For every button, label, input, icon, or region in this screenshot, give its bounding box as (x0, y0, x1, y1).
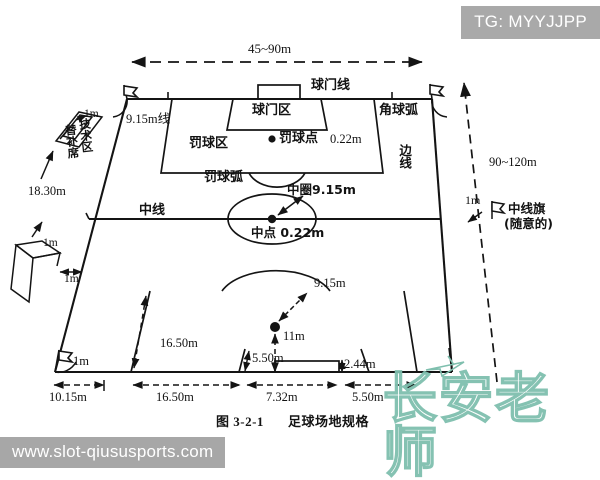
dim-goal-area-depth: 5.50m (252, 351, 284, 365)
label-penalty-area: 罚球区 (189, 136, 229, 151)
substitute-bench-box (10, 240, 62, 304)
far-goal-area (225, 98, 329, 131)
dim-bench-offset: 1m (43, 237, 58, 249)
corner-flag-bottom-left (54, 349, 77, 374)
label-penalty-spot: 罚球点 (279, 131, 319, 146)
nine-fifteen-value: 9.15m线 (126, 112, 171, 126)
right-length-dimension (460, 82, 498, 383)
dim-technical-area-depth: 18.30m (28, 184, 66, 198)
sideline-flag-offset-arrow (467, 211, 483, 223)
label-center-spot: 中点 0.22m (251, 226, 324, 240)
center-sideline-flag-right (491, 201, 507, 219)
dim-bottom-goal-width: 7.32m (266, 390, 298, 404)
penalty-area-depth-arrow (131, 295, 149, 369)
dim-near-arc-radius: 9.15m (314, 276, 346, 290)
label-penalty-arc: 罚球弧 (204, 170, 244, 185)
corner-flag-top-left (112, 84, 140, 118)
label-center-circle: 中圈9.15m (287, 183, 356, 197)
center-circle-radius-arrow (277, 195, 304, 216)
label-technical-area: 技术区 (77, 117, 95, 154)
bottom-dimension-chain (53, 380, 417, 391)
dim-penalty-area-depth: 16.50m (160, 336, 198, 350)
near-penalty-spot (270, 322, 280, 332)
dim-goal-height: 2.44m (344, 357, 376, 371)
dim-top-width: 45~90m (248, 41, 292, 56)
site-url-bar: www.slot-qiususports.com (0, 437, 226, 468)
label-center-line: 中线 (139, 203, 166, 218)
label-center-flag-note: (随意的) (504, 216, 553, 231)
dim-technical-area-top: 1m (84, 108, 99, 120)
goal-area-depth-arrow (243, 350, 251, 372)
paper-plane-icon (425, 355, 465, 378)
technical-area-depth-arrow (40, 150, 54, 180)
figure-caption: 图 3-2-1 足球场地规格 (216, 411, 369, 430)
center-spot (267, 214, 277, 224)
technical-area-box (54, 111, 104, 148)
label-substitute-bench: 替补席 (63, 123, 81, 160)
near-arc-radius-arrow (278, 292, 308, 322)
center-circle (227, 193, 317, 245)
bench-offset-arrow (31, 221, 43, 238)
dim-bottom-goal-area-width: 5.50m (352, 390, 384, 404)
label-center-flag: 中线旗 (508, 201, 546, 216)
near-penalty-arc (221, 269, 331, 292)
label-corner-arc: 角球弧 (379, 103, 419, 118)
dim-bottom-corner-to-penalty: 10.15m (49, 390, 87, 404)
label-nine-fifteen-line: 9.15m线 (126, 112, 171, 126)
corner-flag-top-right (429, 83, 448, 118)
nine-fifteen-marks (167, 92, 393, 99)
label-side-line: 边线 (397, 144, 413, 169)
center-line-flag-left (85, 212, 90, 220)
figure-title: 足球场地规格 (287, 415, 369, 430)
dim-penalty-spot-distance: 11m (283, 329, 305, 343)
dim-corner-flag-left-bottom: 1m (73, 354, 89, 368)
far-goal (257, 84, 301, 100)
center-spot-text: 中点 0.22m (251, 225, 325, 240)
far-penalty-arc (248, 172, 306, 188)
dim-penalty-spot-size: 0.22m (330, 132, 362, 146)
dim-bench-width: 1m (64, 273, 79, 285)
label-goal-line: 球门线 (311, 78, 351, 93)
figure-number: 图 3-2-1 (216, 414, 264, 429)
near-goal (274, 360, 340, 373)
far-penalty-spot (268, 135, 276, 143)
far-penalty-area (160, 98, 384, 174)
technical-area-top-arrow (75, 115, 87, 123)
center-circle-text: 中圈9.15m (287, 182, 356, 197)
dim-bottom-penalty-width: 16.50m (156, 390, 194, 404)
dim-sideline-flag-offset: 1m (465, 193, 481, 207)
telegram-badge: TG: MYYJJPP (461, 6, 600, 39)
watermark-text: 长安老师 (382, 367, 551, 480)
dim-right-length: 90~120m (489, 155, 537, 169)
label-goal-area: 球门区 (252, 103, 292, 118)
